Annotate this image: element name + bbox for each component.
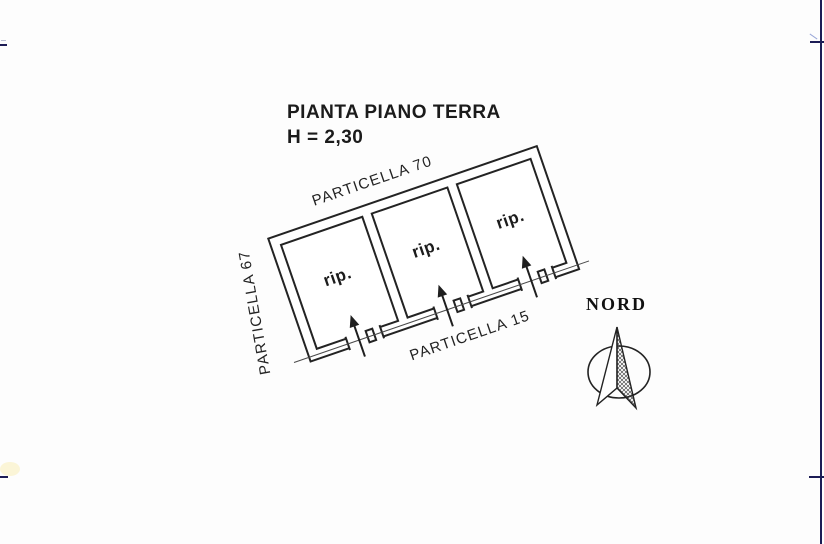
parcel-label-67: PARTICELLA 67 xyxy=(235,249,275,377)
title-block: PIANTA PIANO TERRA H = 2,30 xyxy=(287,100,501,150)
north-arrow-icon xyxy=(587,326,651,411)
crop-tick-right-top xyxy=(810,41,824,43)
scan-smudge xyxy=(0,462,20,476)
crop-tick-right-bottom xyxy=(809,476,824,478)
crop-tick-left-top xyxy=(0,44,7,46)
floor-plan: rip. rip. rip. PARTICELLA 70 PARTICELLA … xyxy=(267,144,590,364)
scan-smudge xyxy=(1,40,6,41)
plan-title: PIANTA PIANO TERRA xyxy=(287,102,501,123)
north-label: NORD xyxy=(586,294,647,314)
crop-tick-left-bottom xyxy=(0,476,8,478)
ceiling-height-note: H = 2,30 xyxy=(287,127,364,148)
right-edge-line xyxy=(820,0,822,544)
scan-smudge xyxy=(809,33,818,40)
